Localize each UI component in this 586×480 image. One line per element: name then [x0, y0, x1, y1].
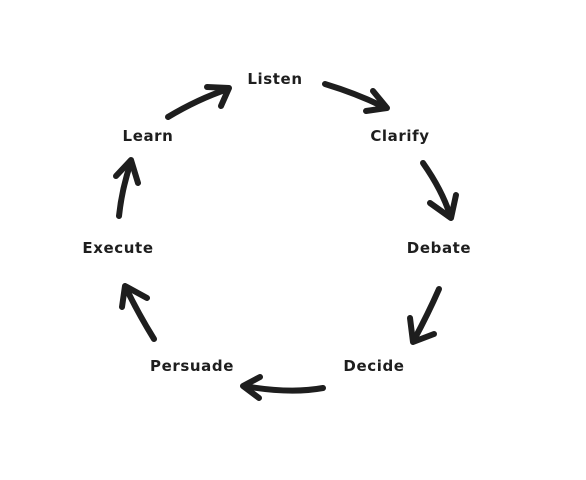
- step-label-learn: Learn: [123, 127, 174, 145]
- arrow-execute-to-learn: [113, 157, 141, 219]
- step-label-decide: Decide: [343, 357, 404, 375]
- step-label-debate: Debate: [407, 239, 471, 257]
- arrow-clarify-to-debate: [420, 160, 459, 221]
- arrow-debate-to-decide: [407, 286, 442, 345]
- arrow-learn-to-listen: [165, 84, 232, 120]
- step-label-listen: Listen: [247, 70, 302, 88]
- arrow-persuade-to-execute: [119, 283, 157, 342]
- arrow-decide-to-persuade: [240, 374, 326, 401]
- step-label-clarify: Clarify: [370, 127, 429, 145]
- arrow-listen-to-clarify: [322, 81, 390, 114]
- step-label-execute: Execute: [82, 239, 153, 257]
- step-label-persuade: Persuade: [150, 357, 234, 375]
